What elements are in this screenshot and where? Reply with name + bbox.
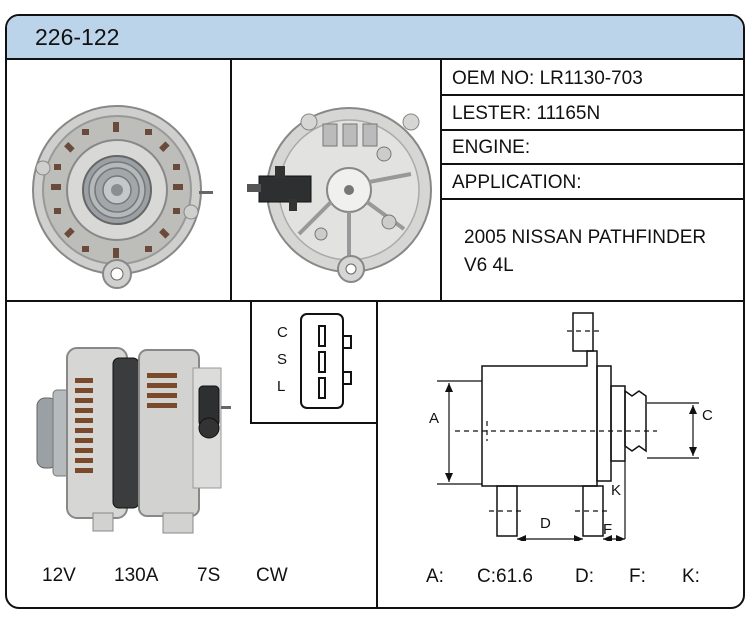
dim-value-k: K: bbox=[682, 566, 700, 587]
dimension-drawing bbox=[437, 312, 699, 541]
spec-voltage: 12V bbox=[42, 565, 76, 586]
spec-amperage: 130A bbox=[114, 565, 159, 586]
dim-value-f: F: bbox=[629, 566, 646, 587]
engine-label: ENGINE: bbox=[452, 137, 531, 158]
grid-divider bbox=[376, 300, 378, 607]
alternator-front-photo bbox=[32, 105, 213, 289]
pin-l-label: L bbox=[277, 378, 286, 395]
grid-divider bbox=[250, 422, 378, 424]
dim-label-c: C bbox=[702, 407, 713, 424]
dim-label-k: K bbox=[611, 482, 622, 499]
dim-value-d: D: bbox=[575, 566, 594, 587]
dim-value-a: A: bbox=[426, 566, 444, 587]
connector-diagram bbox=[300, 313, 352, 409]
grid-divider bbox=[440, 198, 743, 200]
part-number: 226-122 bbox=[35, 24, 120, 50]
dim-label-a: A bbox=[429, 410, 440, 427]
pin-s-label: S bbox=[277, 351, 288, 368]
alternator-rear-photo bbox=[247, 107, 432, 283]
oem-number: OEM NO: LR1130-703 bbox=[452, 68, 643, 89]
grid-divider bbox=[440, 60, 442, 301]
spec-rotation: CW bbox=[256, 565, 288, 586]
application-line-2: V6 4L bbox=[464, 255, 514, 276]
header-bar: 226-122 bbox=[7, 16, 743, 60]
lester-number: LESTER: 11165N bbox=[452, 103, 601, 124]
spec-pulley: 7S bbox=[197, 565, 221, 586]
grid-divider bbox=[230, 60, 232, 301]
dim-value-c: C:61.6 bbox=[477, 566, 533, 587]
dim-label-d: D bbox=[540, 515, 551, 532]
alternator-side-photo bbox=[36, 347, 231, 534]
pin-c-label: C bbox=[277, 324, 288, 341]
grid-divider bbox=[7, 300, 743, 302]
grid-divider bbox=[440, 94, 743, 96]
grid-divider bbox=[440, 129, 743, 131]
grid-divider bbox=[440, 163, 743, 165]
application-line-1: 2005 NISSAN PATHFINDER bbox=[464, 227, 707, 248]
application-label: APPLICATION: bbox=[452, 172, 582, 193]
grid-divider bbox=[250, 300, 252, 423]
dim-label-f: F bbox=[603, 521, 613, 538]
spec-sheet: 226-122 OEM NO: LR1130-703 LESTER: 11165… bbox=[5, 14, 745, 609]
